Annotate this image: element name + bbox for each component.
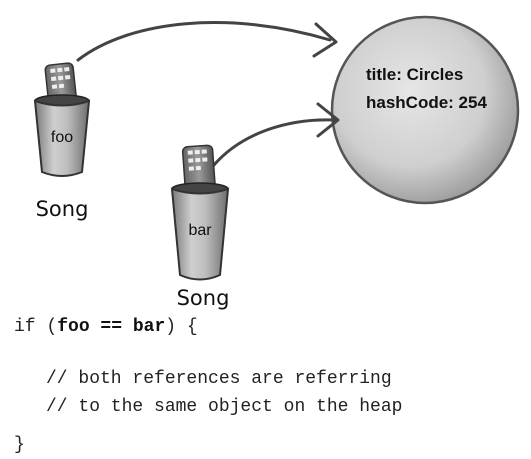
code-comment-line-2: // to the same object on the heap — [46, 397, 403, 417]
foo-reference-arrow — [76, 21, 338, 62]
foo-reference-variable: foo Song — [33, 62, 91, 221]
code-foo-token: foo — [57, 317, 90, 337]
bar-reference-arrow — [212, 102, 340, 167]
code-if-line: if (foo == bar) { — [14, 318, 198, 336]
bar-type-label: Song — [177, 286, 230, 310]
code-close-brace: } — [14, 435, 25, 455]
code-block: if (foo == bar) { // both references are… — [14, 318, 402, 454]
code-bar-token: bar — [132, 317, 166, 337]
bar-cup-icon — [170, 182, 230, 281]
code-eq-token: == — [89, 317, 133, 337]
object-hashcode-text: hashCode: 254 — [366, 93, 487, 112]
foo-type-label: Song — [36, 197, 89, 221]
code-comment-line-1: // both references are referring — [46, 369, 392, 389]
foo-cup-icon — [33, 94, 91, 177]
bar-reference-variable: bar Song — [170, 144, 230, 310]
object-title-text: title: Circles — [366, 65, 463, 84]
code-if-keyword: if ( — [14, 317, 58, 337]
code-open-brace: ) { — [165, 317, 198, 337]
bar-variable-name: bar — [188, 222, 212, 239]
foo-variable-name: foo — [51, 129, 73, 146]
bar-remote-icon — [181, 144, 217, 196]
song-object: title: Circles hashCode: 254 — [330, 15, 520, 205]
